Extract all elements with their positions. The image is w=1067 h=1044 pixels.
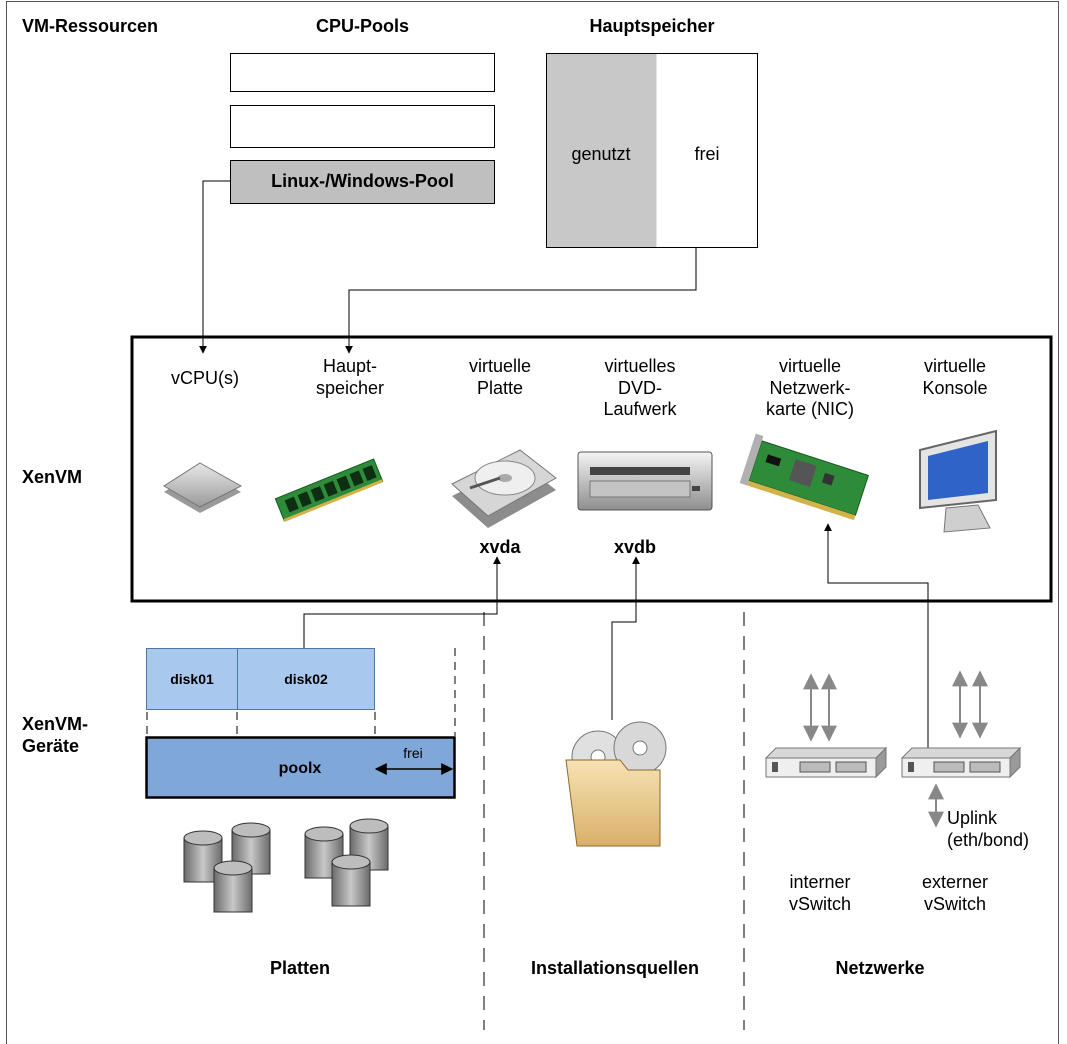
memory-label: Haupt- speicher	[315, 356, 385, 398]
xvdb-label: xvdb	[613, 537, 656, 557]
cpu-pool-box-1	[230, 53, 495, 92]
poolx-label: poolx	[278, 760, 322, 777]
internal-vswitch-label: interner vSwitch	[788, 872, 851, 914]
cpu-pool-box-2	[230, 105, 495, 148]
cpu-pools-title: CPU-Pools	[315, 16, 409, 36]
connector-memory-to-vm	[345, 248, 697, 354]
disk02-box	[237, 648, 375, 710]
external-switch-icon	[900, 746, 1022, 779]
connector-pool-to-vcpu	[199, 180, 230, 354]
linux-windows-pool-label: Linux-/Windows-Pool	[271, 171, 454, 191]
xenvm-devices-row-label: XenVM- Geräte	[22, 714, 89, 756]
memory-used-label: genutzt	[571, 144, 631, 164]
xvda-label: xvda	[479, 537, 521, 557]
connector-switch-to-nic	[824, 523, 929, 752]
pool-free-label: frei	[403, 745, 423, 761]
internal-switch-icon	[764, 746, 888, 779]
disk01-label: disk01	[170, 671, 214, 687]
xenvm-row-label: XenVM	[22, 467, 83, 487]
outer-frame	[6, 1, 1059, 1044]
cpu-pool-linux-windows	[230, 160, 495, 204]
folder-with-discs-icon	[565, 721, 667, 847]
monitor-icon	[919, 429, 997, 533]
virtual-nic-label: virtuelle Netzwerk- karte (NIC)	[765, 356, 854, 420]
disks-section-title: Platten	[269, 958, 330, 978]
uplink-label: Uplink (eth/bond)	[947, 808, 1030, 850]
ram-module-icon	[274, 458, 384, 522]
dvd-drive-icon	[577, 451, 713, 511]
network-card-icon	[739, 433, 869, 521]
vcpu-label: vCPU(s)	[171, 368, 239, 388]
xenvm-box	[130, 335, 1053, 603]
connector-disk-to-xvda	[303, 556, 501, 648]
virtual-dvd-label: virtuelles DVD- Laufwerk	[603, 356, 677, 420]
cpu-chip-icon	[163, 462, 243, 513]
connector-source-to-xvdb	[611, 556, 640, 720]
memory-used-segment	[546, 53, 657, 248]
install-sources-section-title: Installationsquellen	[530, 958, 700, 978]
virtual-console-label: virtuelle Konsole	[922, 356, 988, 398]
disk02-label: disk02	[284, 671, 328, 687]
hard-disk-icon	[451, 449, 557, 528]
main-memory-title: Hauptspeicher	[589, 16, 715, 36]
disk01-box	[146, 648, 238, 710]
external-vswitch-label: externer vSwitch	[921, 872, 989, 914]
memory-bar	[546, 53, 758, 248]
memory-free-label: frei	[694, 144, 720, 164]
database-icon	[304, 818, 389, 907]
networks-section-title: Netzwerke	[835, 958, 925, 978]
disk-dash-guides	[146, 648, 456, 736]
database-icon	[183, 822, 271, 913]
virtual-disk-label: virtuelle Platte	[468, 356, 532, 398]
vm-resources-title: VM-Ressourcen	[22, 16, 159, 36]
